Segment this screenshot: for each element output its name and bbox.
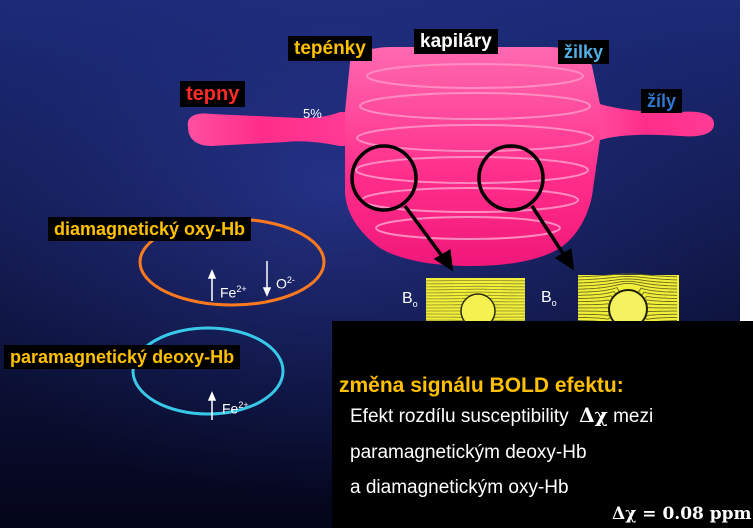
deoxy-hb-ellipse [131, 326, 285, 416]
explanation-line-2: paramagnetickým deoxy-Hb [350, 442, 587, 463]
label-tepenky: tepénky [288, 36, 372, 61]
field-line [577, 282, 678, 290]
b0-label-right: Bo [541, 289, 557, 309]
label-percent: 5% [303, 106, 322, 121]
label-zily: žíly [641, 89, 683, 113]
field-line [577, 276, 678, 281]
zoom-circle-right [477, 144, 545, 212]
spin-arrows [207, 261, 272, 420]
fe-oxy-label: Fe2+ [220, 284, 247, 301]
field-line [426, 285, 526, 288]
field-line [577, 278, 678, 284]
label-tepny: tepny [180, 81, 246, 107]
susceptibility-formula: Δχ = 0.08 ppm [612, 504, 752, 524]
label-kapilary: kapiláry [414, 29, 498, 54]
field-line [426, 283, 525, 285]
explanation-line-3: a diamagnetickým oxy-Hb [350, 477, 569, 498]
label-zilky: žilky [558, 40, 610, 64]
field-line [577, 280, 678, 287]
field-line [426, 288, 526, 291]
zoom-circle-left [350, 144, 418, 212]
label-deoxy-hb: paramagnetický deoxy-Hb [4, 345, 241, 369]
fe-deoxy-label: Fe2+ [222, 400, 249, 417]
field-line [577, 273, 678, 278]
zoom-arrows [403, 204, 575, 272]
field-line [425, 280, 525, 282]
explanation-line-1: Efekt rozdílu susceptibility Δχ mezi [350, 403, 654, 427]
oxygen-label: O2- [276, 275, 295, 292]
bold-effect-title: změna signálu BOLD efektu: [339, 374, 624, 397]
label-oxy-hb: diamagnetický oxy-Hb [48, 217, 252, 241]
field-line [426, 291, 525, 294]
b0-label-left: Bo [402, 290, 418, 310]
bold-explanation-panel [332, 321, 753, 528]
delta-chi-symbol: Δχ [579, 403, 608, 427]
capillary-loops [355, 63, 594, 240]
